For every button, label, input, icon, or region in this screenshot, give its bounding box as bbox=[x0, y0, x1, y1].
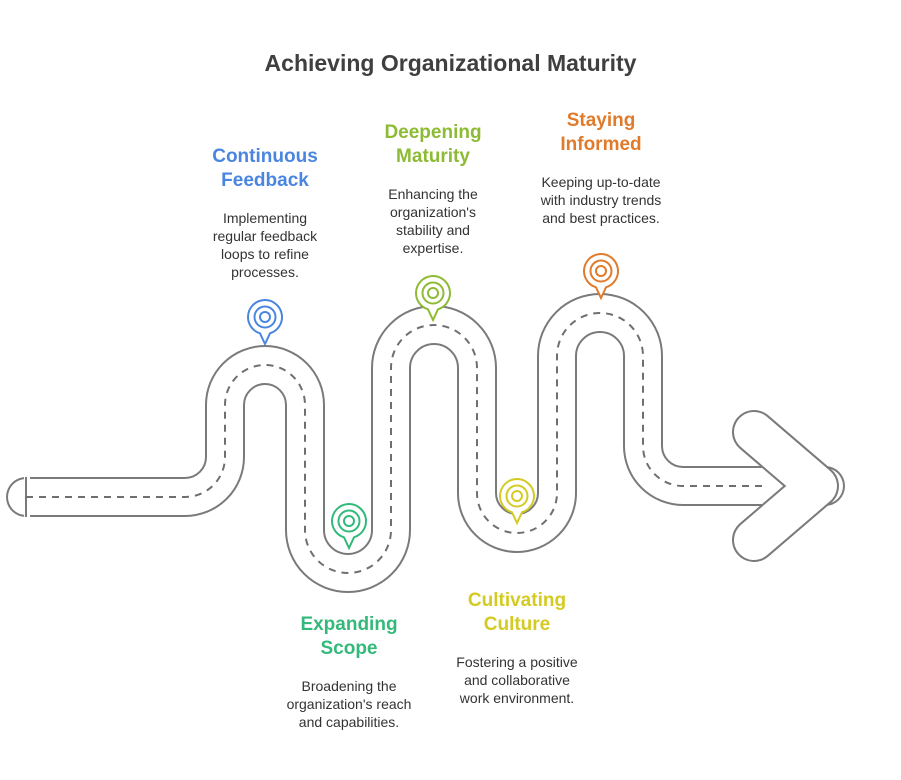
map-pin-icon bbox=[582, 253, 619, 301]
arrow-head bbox=[734, 412, 837, 560]
map-pin-icon bbox=[330, 503, 367, 551]
step-title: Expanding Scope bbox=[300, 614, 398, 659]
step-description: Broadening the organization's reach and … bbox=[286, 678, 412, 730]
step-description: Fostering a positive and collaborative w… bbox=[456, 654, 578, 706]
road-center-dashes bbox=[26, 312, 766, 574]
road-surface bbox=[8, 295, 843, 591]
step-title: Staying Informed bbox=[560, 110, 642, 155]
road bbox=[6, 293, 845, 593]
step-description: Keeping up-to-date with industry trends … bbox=[540, 174, 662, 226]
road-edge bbox=[6, 293, 845, 593]
map-pin-icon bbox=[246, 299, 283, 347]
step-expanding-scope: Expanding Scope Broadening the organizat… bbox=[259, 613, 439, 731]
step-description: Implementing regular feedback loops to r… bbox=[212, 210, 318, 280]
map-pin-icon bbox=[414, 275, 451, 323]
step-title: Deepening Maturity bbox=[384, 122, 482, 167]
step-deepening-maturity: Deepening Maturity Enhancing the organiz… bbox=[353, 121, 513, 257]
step-title: Continuous Feedback bbox=[212, 146, 318, 191]
map-pin-icon bbox=[498, 478, 535, 526]
page-title: Achieving Organizational Maturity bbox=[264, 50, 637, 76]
step-staying-informed: Staying Informed Keeping up-to-date with… bbox=[511, 109, 691, 227]
step-continuous-feedback: Continuous Feedback Implementing regular… bbox=[185, 145, 345, 281]
step-cultivating-culture: Cultivating Culture Fostering a positive… bbox=[424, 589, 610, 707]
step-description: Enhancing the organization's stability a… bbox=[388, 186, 478, 256]
step-title: Cultivating Culture bbox=[467, 590, 567, 635]
